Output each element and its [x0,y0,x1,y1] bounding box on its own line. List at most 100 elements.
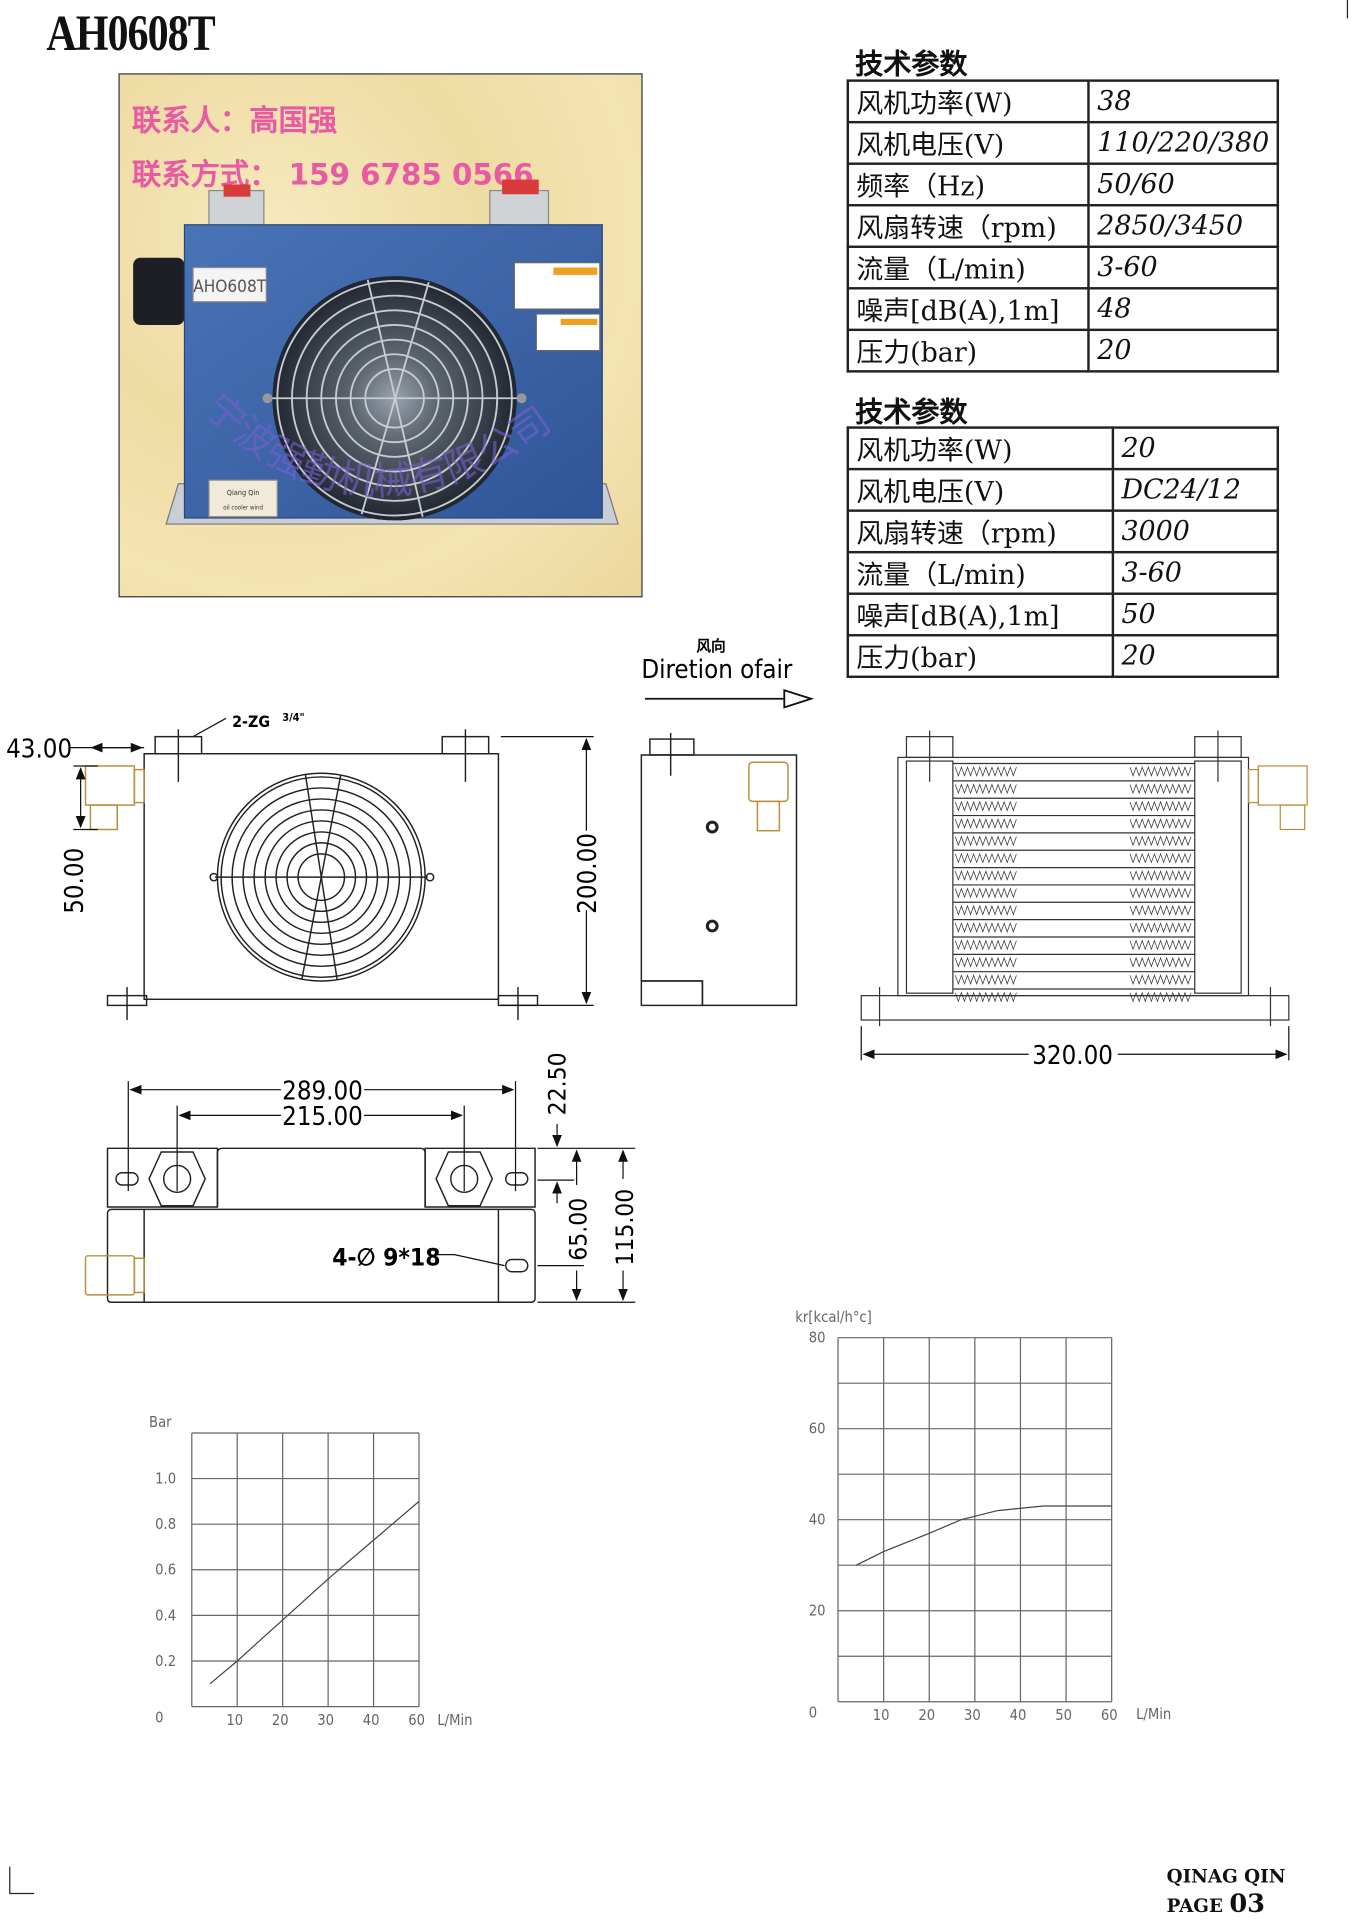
footer-company: QINAG QIN [1166,1865,1286,1888]
fin-zigzag [954,922,1192,933]
series-line [209,1500,420,1685]
model-title: AH0608T [46,6,215,63]
fin-view [860,730,1308,1027]
spec-value: 20 [1111,426,1280,471]
spec-label: 噪声[dB(A),1m] [846,287,1090,332]
dim-flange-offset: 22.50 [543,1052,572,1115]
fin-zigzag [954,818,1192,829]
x-tick-label: 40 [363,1712,380,1729]
spec-row: 噪声[dB(A),1m]50 [846,592,1280,637]
spec-row: 风机功率(W)38 [846,79,1280,124]
series-line [856,1505,1112,1566]
cooler-photo-illustration: AHO608T Qiang Qin oil cooler wind 宁波强勤机械… [133,179,619,525]
fin-zigzag [954,766,1192,777]
x-tick-label: 60 [1101,1707,1118,1724]
fin-zigzag [954,939,1192,951]
spec-value: 48 [1087,287,1280,332]
dim-connector-height: 50.00 [60,848,90,914]
dim-port-size: 3/4" [282,711,305,724]
spec-value: 50 [1111,592,1280,637]
front-view-dimensions [70,717,594,1007]
brand-sublabel: oil cooler wind [223,504,263,511]
spec-value: 20 [1087,328,1280,373]
nameplate-text: AHO608T [193,277,267,297]
x-tick-label: 50 [1055,1707,1072,1724]
spec-value: 50/60 [1087,162,1280,207]
spec-label: 风机功率(W) [846,79,1090,124]
y-tick-label: 1.0 [155,1470,176,1487]
spec-table-1-heading: 技术参数 [855,47,968,81]
spec-row: 压力(bar)20 [846,328,1280,373]
dim-height: 200.00 [573,833,603,914]
spec-label: 风机电压(V) [846,120,1090,165]
dim-connector-offset: 43.00 [6,734,72,764]
fan-guard [269,279,520,517]
y-axis-label: kr[kcal/h°c] [795,1309,872,1326]
spec-value: 110/220/380 [1087,120,1280,165]
fin-zigzag [954,887,1192,899]
x-tick-label: 10 [873,1707,890,1724]
fin-zigzag [954,852,1192,864]
spec-label: 噪声[dB(A),1m] [846,592,1115,637]
fin-zigzag [954,800,1192,812]
spec-row: 流量（L/min)3-60 [846,245,1280,290]
front-view [84,729,539,1021]
spec-value: 3-60 [1111,550,1280,595]
spec-value: 2850/3450 [1087,204,1280,248]
fin-zigzag [954,835,1192,847]
fin-zigzag [954,974,1192,985]
spec-row: 压力(bar)20 [846,634,1280,678]
x-tick-label: 60 [408,1712,425,1729]
fin-zigzag [954,904,1192,916]
width-dimension [860,1026,1290,1061]
x-tick-label: 30 [317,1712,334,1729]
spec-label: 风扇转速（rpm) [846,204,1090,248]
spec-label: 频率（Hz) [846,162,1090,207]
x-tick-label: 20 [272,1712,289,1729]
contact-person: 联系人：高国强 [131,103,338,139]
dim-mount-holes: 4-∅ 9*18 [332,1243,440,1272]
spec-label: 风机电压(V) [846,467,1115,512]
x-tick-label: 10 [226,1712,243,1729]
product-photo: 联系人：高国强 联系方式： 159 6785 0566 AHO608T [118,73,643,598]
spec-row: 噪声[dB(A),1m]48 [846,287,1280,332]
bottom-view [84,1147,536,1303]
dim-width: 320.00 [1032,1041,1113,1071]
y-tick-label: 80 [809,1330,826,1347]
spec-label: 风扇转速（rpm) [846,509,1115,554]
air-direction-cn: 风向 [696,637,725,655]
x-tick-label: 40 [1010,1707,1027,1724]
footer-page-number: 03 [1229,1887,1266,1918]
y-tick-label: 0 [809,1705,817,1722]
spec-row: 流量（L/min)3-60 [846,550,1280,595]
side-view [640,732,798,1007]
air-direction-en: Diretion ofair [641,655,793,685]
y-tick-label: 0 [155,1709,163,1726]
x-axis-label: L/Min [437,1712,472,1729]
y-tick-label: 20 [809,1603,826,1620]
spec-value: 20 [1111,634,1280,678]
spec-row: 风扇转速（rpm)2850/3450 [846,204,1280,248]
fin-zigzag [954,870,1192,881]
brand-label: Qiang Qin [227,488,260,497]
dim-mount-span: 289.00 [282,1076,363,1106]
spec-label: 流量（L/min) [846,245,1090,290]
spec-label: 风机功率(W) [846,426,1115,471]
footer: QINAG QIN PAGE 03 [1167,1865,1356,1918]
corner-mark [9,1866,35,1895]
spec-table-2-heading: 技术参数 [855,395,968,429]
dim-port-span: 215.00 [282,1102,363,1132]
spec-row: 风机电压(V)DC24/12 [846,467,1280,512]
spec-value: 3-60 [1087,245,1280,290]
footer-page-label: PAGE [1166,1894,1223,1917]
fan-grille [209,772,435,982]
spec-value: 3000 [1111,509,1280,554]
air-direction: 风向 Diretion ofair [641,637,815,709]
contact-method: 联系方式： 159 6785 0566 [131,157,534,192]
